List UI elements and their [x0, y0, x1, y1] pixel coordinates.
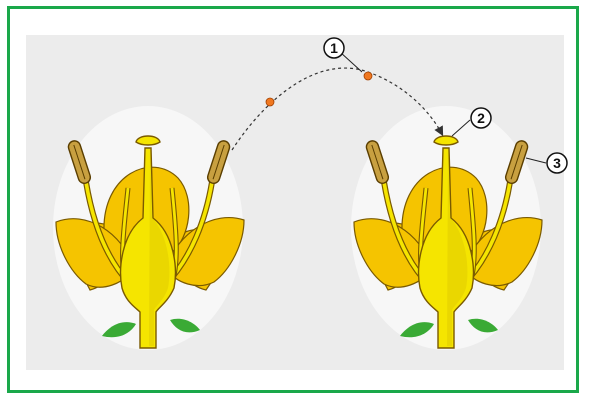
pollen-grain-icon [266, 98, 274, 106]
callout-1-label: 1 [330, 40, 338, 56]
callout-1-leader [340, 52, 362, 72]
callout-2-label: 2 [477, 110, 485, 126]
callout-3-label: 3 [553, 155, 561, 171]
right-flower [351, 106, 542, 350]
callout-3-leader [526, 158, 546, 163]
pollen-grain-icon [364, 72, 372, 80]
left-flower [53, 106, 244, 350]
